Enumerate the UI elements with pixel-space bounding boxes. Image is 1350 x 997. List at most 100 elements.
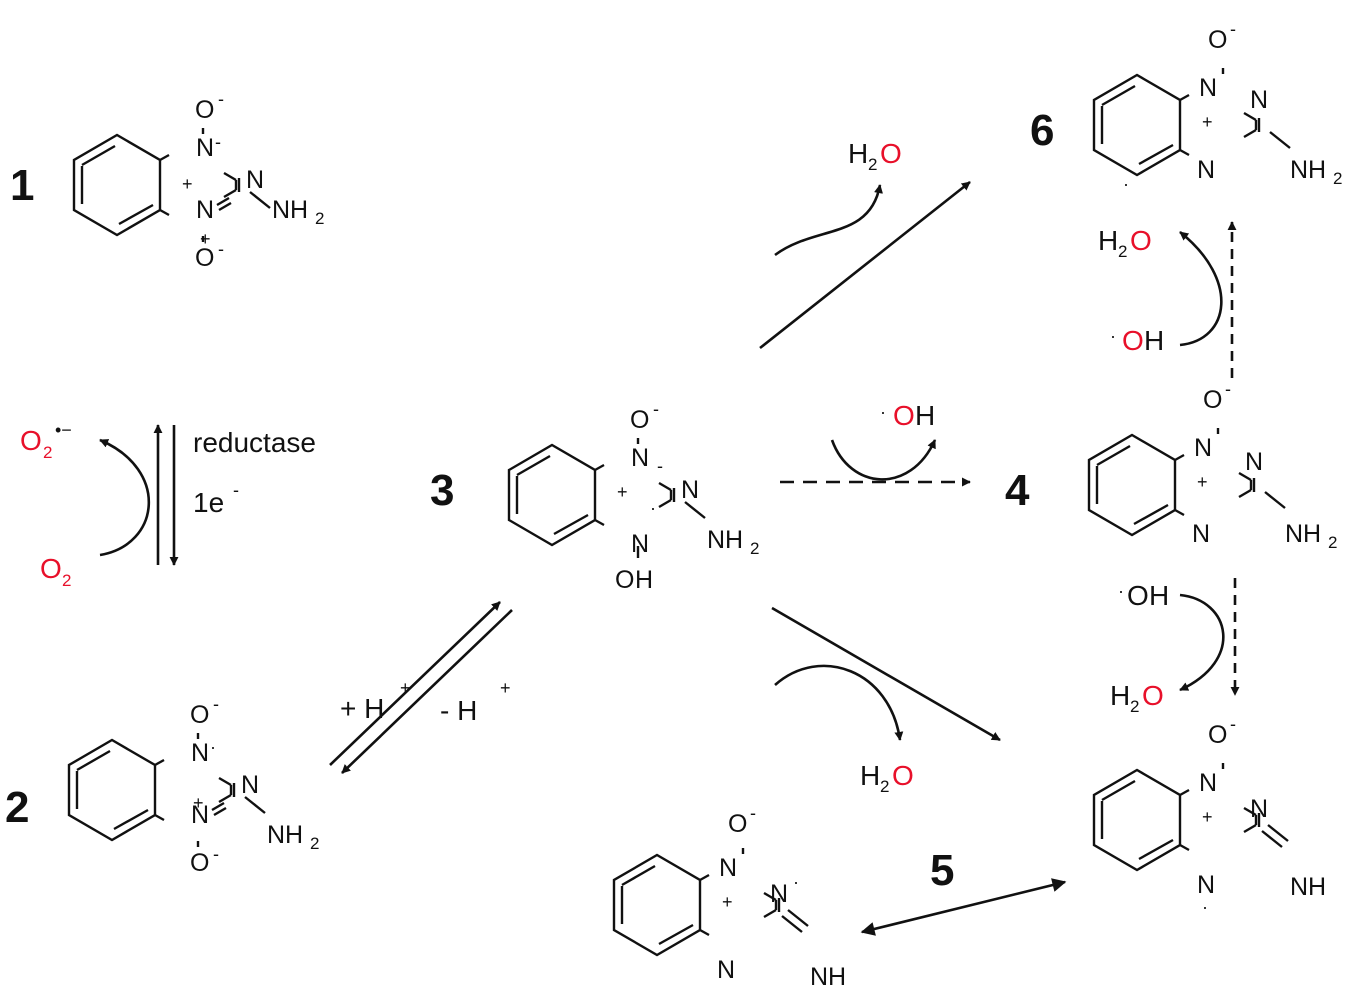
svg-text:+: + bbox=[722, 892, 733, 912]
svg-text:N: N bbox=[1197, 156, 1215, 184]
svg-text:·: · bbox=[1110, 326, 1116, 346]
svg-text:O: O bbox=[195, 244, 214, 272]
svg-text:2: 2 bbox=[1333, 169, 1342, 188]
svg-text:+: + bbox=[200, 229, 211, 249]
svg-text:NH: NH bbox=[707, 526, 743, 554]
compound-label-5: 5 bbox=[930, 846, 954, 895]
svg-text:O: O bbox=[892, 760, 914, 791]
proton-remove-label: - H bbox=[440, 695, 477, 726]
svg-text:N: N bbox=[191, 739, 209, 767]
svg-text:2: 2 bbox=[310, 834, 319, 853]
svg-text:-: - bbox=[213, 694, 219, 714]
svg-text:H: H bbox=[1149, 580, 1169, 611]
svg-text:O: O bbox=[1142, 680, 1164, 711]
hydroxyl-label-4-5: O bbox=[1127, 580, 1149, 611]
reductase-equilibrium: reductase 1e - O 2 •− O 2 bbox=[20, 420, 316, 590]
svg-text:N: N bbox=[1197, 871, 1215, 899]
resonance-arrow bbox=[860, 878, 1067, 936]
svg-text:NH: NH bbox=[1290, 156, 1326, 184]
svg-text:+: + bbox=[1202, 807, 1213, 827]
svg-text:O: O bbox=[880, 138, 902, 169]
compound-label-2: 2 bbox=[5, 783, 29, 832]
compound-label-1: 1 bbox=[10, 161, 34, 210]
svg-text:·: · bbox=[210, 737, 216, 757]
svg-text:+: + bbox=[400, 678, 411, 698]
svg-text:2: 2 bbox=[750, 539, 759, 558]
svg-text:H: H bbox=[1144, 325, 1164, 356]
hydroxyl-label-4-6: O bbox=[1122, 325, 1144, 356]
svg-text:·: · bbox=[880, 402, 886, 422]
svg-text:NH: NH bbox=[1290, 873, 1326, 901]
compound-4-structure: N + N N O - NH 2 bbox=[1087, 379, 1337, 552]
svg-text:2: 2 bbox=[62, 571, 71, 590]
arrow-3-to-6: H 2 O bbox=[759, 138, 971, 350]
compound-6-structure: N + N N O - · NH 2 bbox=[1092, 19, 1342, 194]
svg-text:-: - bbox=[213, 844, 219, 864]
svg-text:O: O bbox=[630, 406, 649, 434]
svg-text:NH: NH bbox=[1285, 520, 1321, 548]
electron-label: 1e bbox=[193, 487, 224, 518]
compound-label-3: 3 bbox=[430, 466, 454, 515]
svg-text:O: O bbox=[615, 566, 634, 594]
svg-text:2: 2 bbox=[315, 209, 324, 228]
svg-text:O: O bbox=[1130, 225, 1152, 256]
compound-2-structure: N · N N + O - O - NH 2 bbox=[67, 694, 319, 877]
svg-text:H: H bbox=[635, 566, 653, 594]
svg-text:N: N bbox=[1250, 86, 1268, 114]
arrow-4-to-6: H 2 O · O H bbox=[1098, 221, 1237, 378]
arrow-3-to-4: · O H bbox=[780, 400, 971, 487]
svg-text:-: - bbox=[215, 132, 221, 152]
svg-text:N: N bbox=[196, 196, 214, 224]
svg-text:N: N bbox=[631, 444, 649, 472]
hydroxyl-label-3-4: O bbox=[893, 400, 915, 431]
svg-text:O: O bbox=[1203, 386, 1222, 414]
svg-text:N: N bbox=[191, 801, 209, 829]
arrow-4-to-5: · O H H 2 O bbox=[1110, 578, 1240, 716]
compound-label-4: 4 bbox=[1005, 466, 1030, 515]
svg-text:O: O bbox=[190, 701, 209, 729]
svg-text:NH: NH bbox=[810, 963, 846, 991]
svg-text:2: 2 bbox=[43, 443, 52, 462]
svg-text:·: · bbox=[1118, 581, 1124, 601]
svg-text:N: N bbox=[681, 476, 699, 504]
oxygen-label: O bbox=[40, 553, 62, 584]
svg-text:-: - bbox=[233, 480, 239, 500]
svg-text:O: O bbox=[1208, 26, 1227, 54]
svg-text:-: - bbox=[657, 456, 663, 476]
svg-text:O: O bbox=[1208, 721, 1227, 749]
svg-text:2: 2 bbox=[1130, 697, 1139, 716]
water-label-4-6: H bbox=[1098, 225, 1118, 256]
svg-text:-: - bbox=[218, 239, 224, 259]
svg-text:N: N bbox=[1194, 434, 1212, 462]
svg-text:O: O bbox=[728, 810, 747, 838]
compound-1-structure: N - N N + + O - O - NH 2 bbox=[72, 89, 324, 272]
svg-text:+: + bbox=[500, 678, 511, 698]
proton-equilibrium: + H + - H + bbox=[329, 601, 513, 774]
svg-text:-: - bbox=[750, 803, 756, 823]
svg-text:N: N bbox=[770, 880, 788, 908]
svg-text:-: - bbox=[653, 399, 659, 419]
svg-text:NH: NH bbox=[272, 196, 308, 224]
svg-text:-: - bbox=[218, 89, 224, 109]
svg-text:N: N bbox=[631, 530, 649, 558]
svg-text:NH: NH bbox=[267, 821, 303, 849]
water-label-4-5: H bbox=[1110, 680, 1130, 711]
svg-text:N: N bbox=[717, 956, 735, 984]
svg-text:-: - bbox=[1230, 714, 1236, 734]
proton-add-label: + H bbox=[340, 693, 384, 724]
svg-text:2: 2 bbox=[880, 777, 889, 796]
svg-text:N: N bbox=[1250, 795, 1268, 823]
svg-text:N: N bbox=[196, 134, 214, 162]
svg-text:O: O bbox=[195, 96, 214, 124]
svg-text:+: + bbox=[1197, 472, 1208, 492]
svg-text:N: N bbox=[246, 166, 264, 194]
svg-text:+: + bbox=[182, 174, 193, 194]
svg-text:-: - bbox=[1225, 379, 1231, 399]
svg-text:·: · bbox=[1202, 897, 1208, 917]
svg-text:N: N bbox=[719, 854, 737, 882]
svg-text:N: N bbox=[1199, 74, 1217, 102]
svg-text:H: H bbox=[915, 400, 935, 431]
svg-text:·: · bbox=[793, 872, 799, 892]
compound-label-6: 6 bbox=[1030, 106, 1054, 155]
